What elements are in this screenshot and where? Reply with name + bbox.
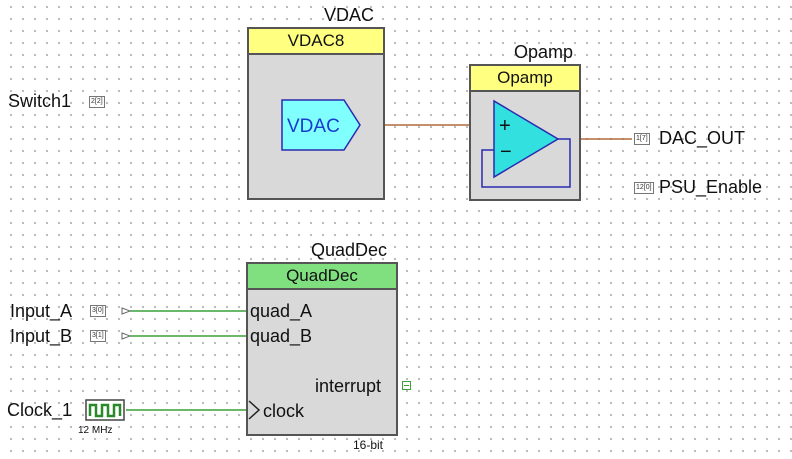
input-a-pin-label[interactable]: Input_A (10, 301, 73, 321)
input-b-pin-tag: 3[1] (90, 330, 106, 342)
clock-frequency: 12 MHz (78, 425, 113, 436)
input-b-pin-arrow (121, 332, 132, 340)
psu-enable-pin-label[interactable]: PSU_Enable (659, 177, 763, 197)
opamp-symbol (481, 99, 571, 188)
opamp-instance-name: Opamp (514, 42, 574, 62)
vdac-instance-name: VDAC (324, 5, 375, 25)
vdac-type-header: VDAC8 (249, 29, 383, 55)
dac-out-pin-tag: 1[7] (634, 133, 650, 145)
quaddec-pin-interrupt: interrupt (315, 376, 382, 396)
psu-enable-pin-tag: 12[0] (634, 182, 654, 194)
clock-input-chevron-icon (248, 400, 261, 420)
input-a-pin-tag: 3[0] (90, 305, 106, 317)
quaddec-pin-quad-a: quad_A (250, 301, 313, 321)
opamp-type-header: Opamp (471, 66, 579, 92)
clock-waveform-icon[interactable] (85, 399, 127, 423)
quaddec-pin-quad-b: quad_B (250, 326, 313, 346)
opamp-plus-sign: + (499, 115, 511, 137)
vdac-component[interactable]: VDAC8 (247, 27, 385, 200)
quaddec-pin-clock: clock (263, 401, 305, 421)
dac-out-pin-label[interactable]: DAC_OUT (659, 128, 746, 148)
clock-label[interactable]: Clock_1 (7, 400, 73, 420)
interrupt-terminal-icon[interactable] (402, 381, 411, 390)
input-b-pin-label[interactable]: Input_B (10, 326, 73, 346)
opamp-component[interactable]: Opamp (469, 64, 581, 201)
quaddec-component[interactable]: QuadDec (246, 262, 398, 436)
switch1-pin-label[interactable]: Switch1 (8, 91, 72, 111)
quaddec-type-header: QuadDec (248, 264, 396, 290)
vdac-symbol (281, 99, 361, 151)
switch1-pin-tag: 2[2] (89, 96, 105, 108)
quaddec-footer: 16-bit (353, 438, 384, 452)
vdac-symbol-label: VDAC (287, 116, 340, 137)
input-a-pin-arrow (121, 307, 132, 315)
opamp-minus-sign: − (500, 141, 512, 163)
quaddec-instance-name: QuadDec (311, 240, 388, 260)
